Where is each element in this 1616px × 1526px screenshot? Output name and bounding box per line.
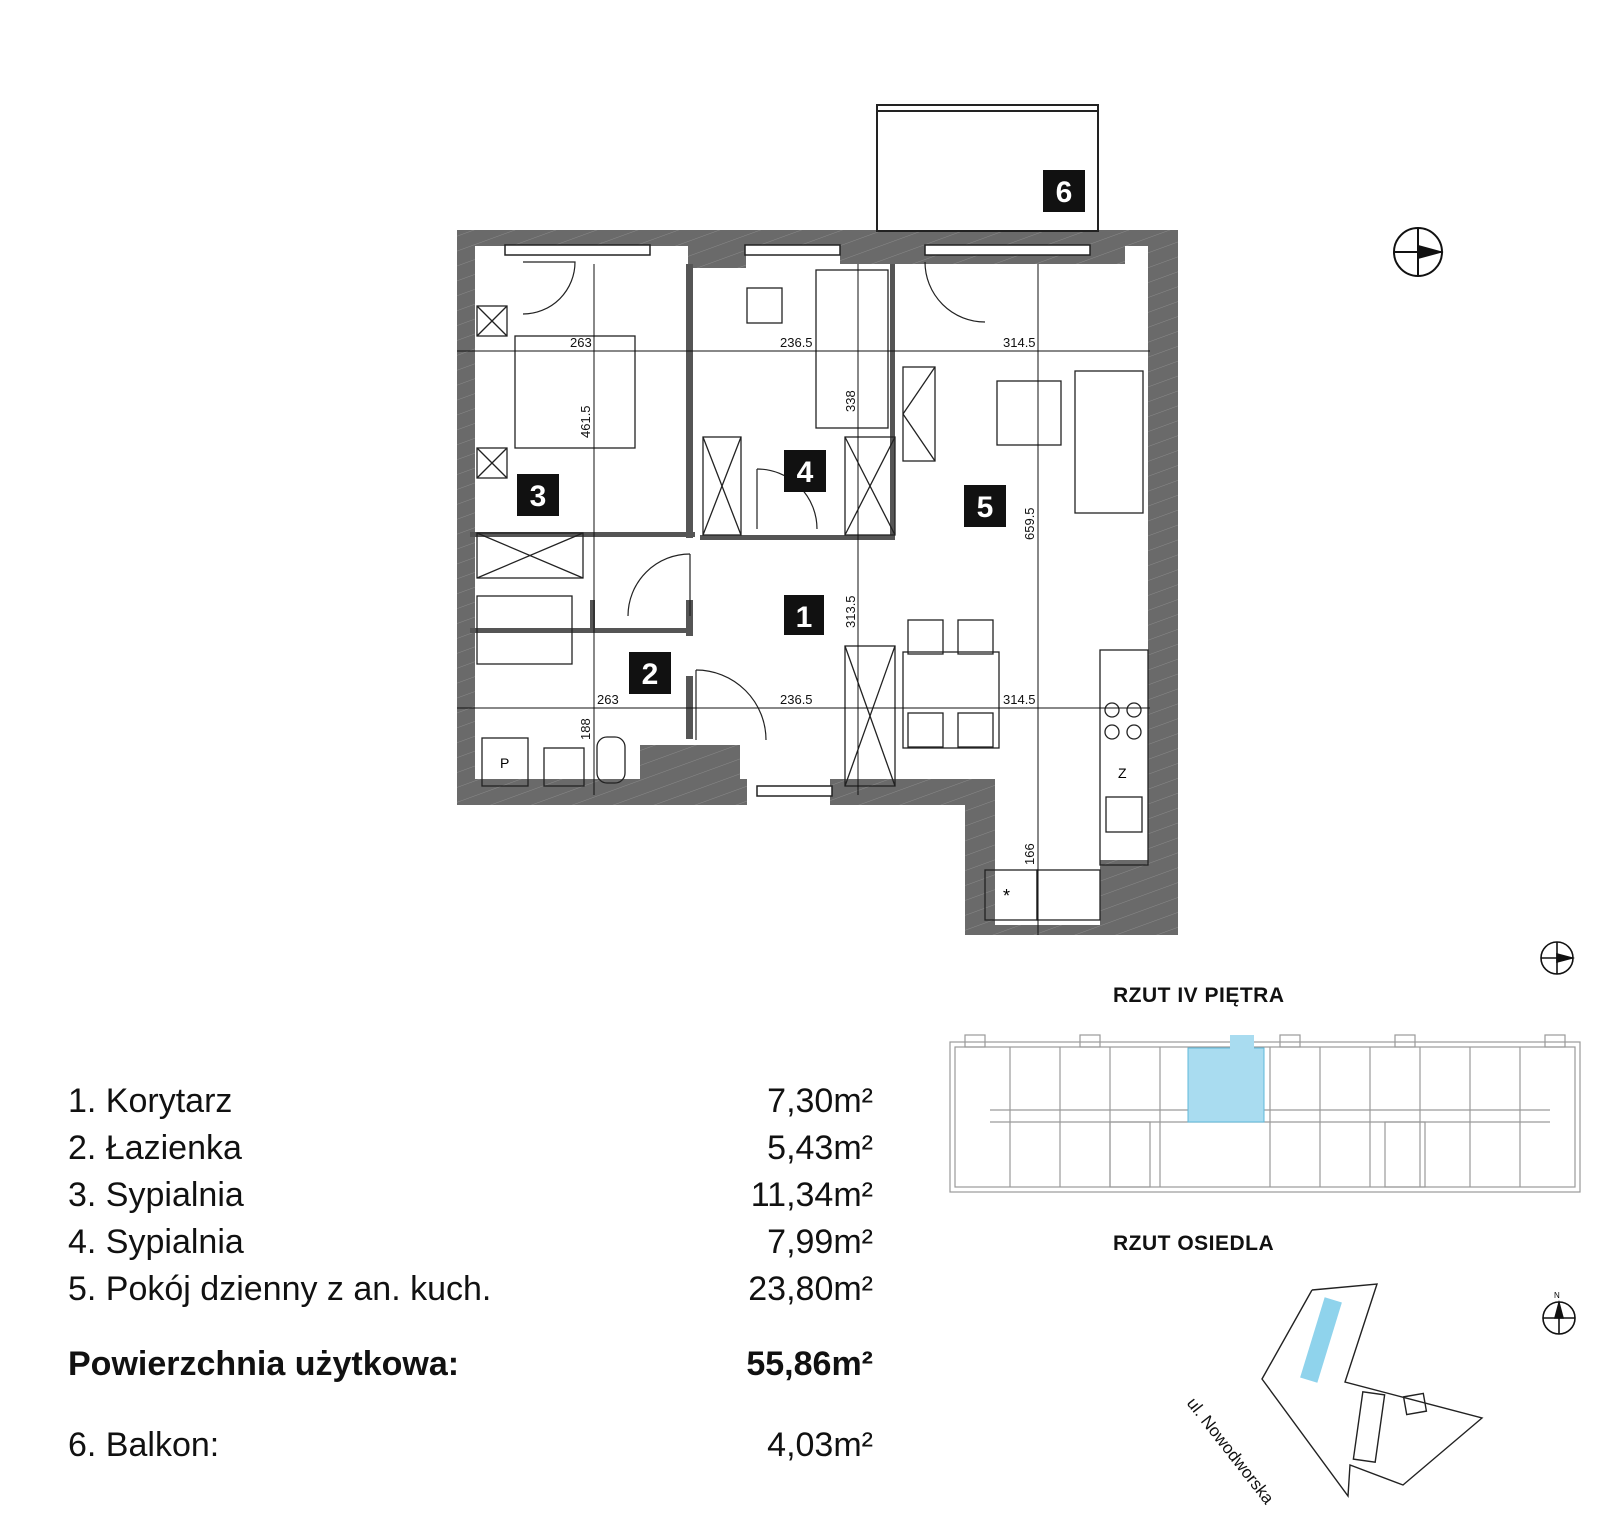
dim-2365-bottom: 236.5 [780, 692, 813, 707]
dim-188: 188 [578, 718, 593, 740]
svg-text:5: 5 [977, 491, 994, 524]
room-badge-1: 1 [784, 595, 824, 635]
legend-total: Powierzchnia użytkowa: 55,86m² [68, 1341, 873, 1388]
dim-3135: 313.5 [843, 595, 858, 628]
room-badge-4: 4 [784, 450, 826, 492]
svg-text:3: 3 [530, 480, 547, 513]
dim-2365-top: 236.5 [780, 335, 813, 350]
balcony [876, 104, 1099, 232]
fixture-fridge: * [1003, 886, 1010, 906]
svg-text:6: 6 [1056, 176, 1073, 209]
dim-4615: 461.5 [578, 405, 593, 438]
estate-plan [1261, 1283, 1484, 1498]
dim-338: 338 [843, 390, 858, 412]
dim-166: 166 [1022, 843, 1037, 865]
room-area: 5,43m² [767, 1129, 873, 1167]
balcony-name: 6. Balkon: [68, 1426, 220, 1464]
fixture-p: P [500, 755, 509, 771]
furniture [476, 269, 1149, 921]
svg-text:2: 2 [642, 658, 659, 691]
legend-row-4: 4. Sypialnia 7,99m² [68, 1219, 873, 1266]
dim-263-bottom: 263 [597, 692, 619, 707]
dim-3145-bottom: 314.5 [1003, 692, 1036, 707]
dim-3145-top: 314.5 [1003, 335, 1036, 350]
total-label: Powierzchnia użytkowa: [68, 1345, 460, 1383]
room-badge-2: 2 [629, 652, 671, 694]
room-badge-5: 5 [964, 485, 1006, 527]
room-area: 7,99m² [767, 1223, 873, 1261]
floor-plan-caption: RZUT IV PIĘTRA [1113, 984, 1285, 1007]
room-name: 5. Pokój dzienny z an. kuch. [68, 1270, 492, 1308]
room-name: 3. Sypialnia [68, 1176, 244, 1214]
legend-row-5: 5. Pokój dzienny z an. kuch. 23,80m² [68, 1266, 873, 1313]
room-badge-3: 3 [517, 474, 559, 516]
svg-text:1: 1 [796, 601, 813, 634]
doors [522, 261, 986, 741]
dim-263-top: 263 [570, 335, 592, 350]
total-area: 55,86m² [746, 1345, 873, 1383]
compass-icon [1393, 227, 1444, 277]
floor-key-plan [949, 1034, 1581, 1193]
room-area: 11,34m² [750, 1176, 873, 1214]
exterior-walls [457, 230, 1178, 935]
room-name: 1. Korytarz [68, 1082, 233, 1120]
room-area: 23,80m² [748, 1270, 873, 1308]
windows [504, 244, 1091, 797]
compass-n-label: N [1554, 1291, 1560, 1300]
compass-estate-icon [1542, 1299, 1576, 1335]
fixture-z: Z [1118, 765, 1127, 781]
legend-row-2: 2. Łazienka 5,43m² [68, 1125, 873, 1172]
room-badge-6: 6 [1043, 170, 1085, 212]
dimension-lines [457, 264, 1150, 935]
dim-6595: 659.5 [1022, 507, 1037, 540]
legend-balcony: 6. Balkon: 4,03m² [68, 1422, 873, 1469]
estate-plan-caption: RZUT OSIEDLA [1113, 1232, 1275, 1255]
apartment-highlight [1187, 1047, 1265, 1123]
svg-text:4: 4 [797, 456, 814, 489]
balcony-highlight [1230, 1035, 1254, 1049]
room-area: 7,30m² [767, 1082, 873, 1120]
estate-building-highlight [1300, 1297, 1342, 1383]
legend-row-3: 3. Sypialnia 11,34m² [68, 1172, 873, 1219]
compass-small-icon [1540, 941, 1576, 975]
room-name: 4. Sypialnia [68, 1223, 244, 1261]
legend-row-1: 1. Korytarz 7,30m² [68, 1078, 873, 1125]
balcony-area: 4,03m² [767, 1426, 873, 1464]
room-name: 2. Łazienka [68, 1129, 242, 1167]
area-legend: 1. Korytarz 7,30m² 2. Łazienka 5,43m² 3. S… [68, 1078, 873, 1469]
